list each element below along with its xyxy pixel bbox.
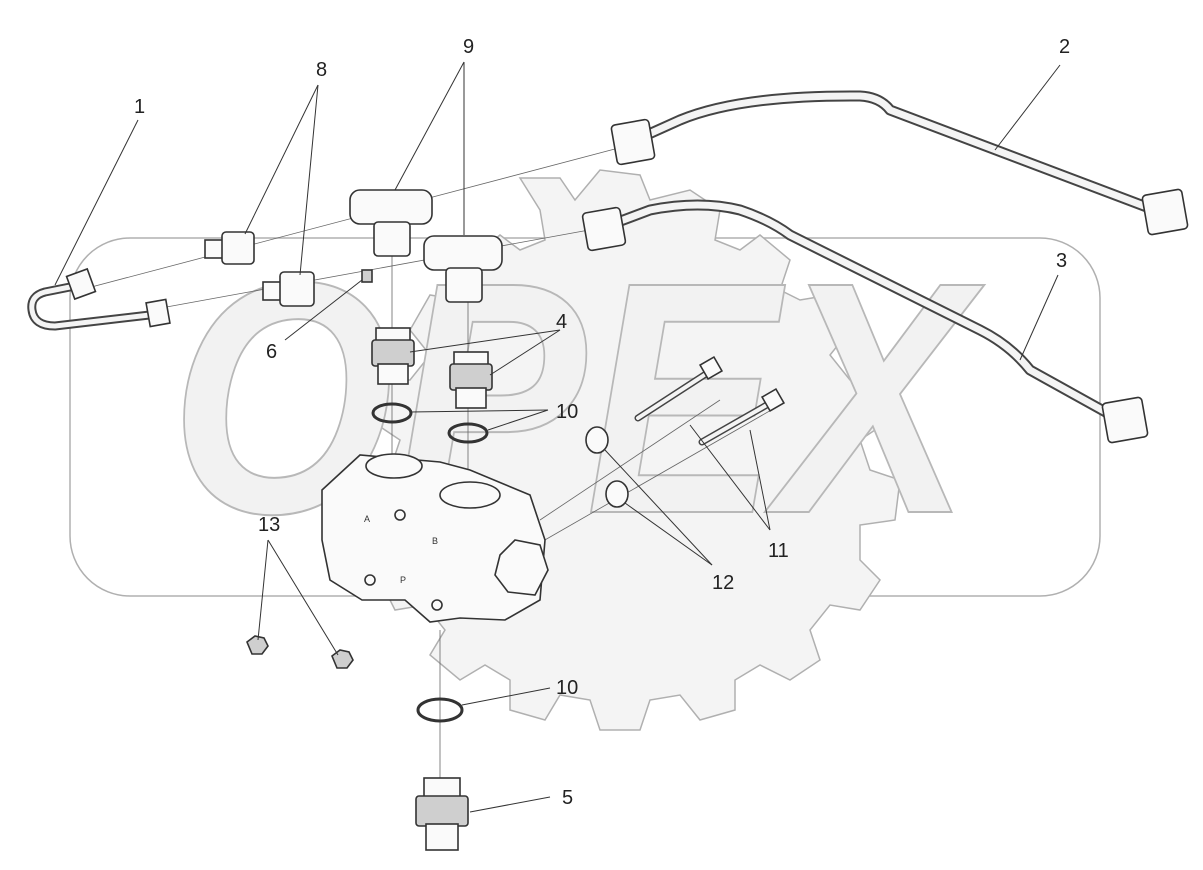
- part-1-small-tube: [27, 267, 171, 331]
- part-2-tube: [610, 90, 1189, 236]
- part-9-tees: [349, 189, 503, 303]
- callout-12: 12: [712, 572, 734, 594]
- port-p-label: P: [400, 575, 406, 585]
- callout-4: 4: [556, 311, 567, 333]
- part-12-washers: [585, 426, 629, 508]
- part-3-tube: [581, 199, 1149, 444]
- part-4-adapters: [371, 327, 493, 409]
- valve-body: A B P: [321, 453, 549, 623]
- callout-9: 9: [463, 36, 474, 58]
- part-10-orings: [371, 402, 489, 723]
- part-11-bolts: [634, 355, 786, 446]
- part-6-plug: [361, 269, 373, 283]
- callout-10-bottom: 10: [556, 677, 578, 699]
- part-13-nuts: [246, 635, 354, 669]
- callout-3: 3: [1056, 250, 1067, 272]
- part-5-adapter: [415, 777, 469, 851]
- callouts: 1 2 3 4 5 6 8 9 10 10 11 12 13: [134, 36, 1070, 809]
- callout-11: 11: [768, 540, 789, 562]
- leader-lines: [54, 61, 1061, 813]
- port-b-label: B: [432, 536, 438, 546]
- callout-1: 1: [134, 96, 145, 118]
- callout-5: 5: [562, 787, 573, 809]
- callout-6: 6: [266, 341, 277, 363]
- callout-2: 2: [1059, 36, 1070, 58]
- port-a-label: A: [364, 514, 370, 524]
- callout-10-top: 10: [556, 401, 578, 423]
- callout-8: 8: [316, 59, 327, 81]
- part-8-fittings: [204, 231, 315, 307]
- callout-13: 13: [258, 514, 280, 536]
